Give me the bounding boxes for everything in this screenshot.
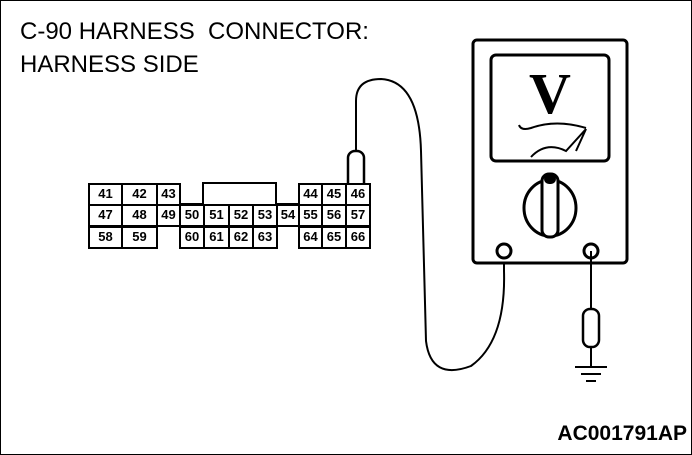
connector-pin-59: 59 — [121, 226, 158, 249]
connector-pin-52: 52 — [228, 204, 254, 227]
connector-pin-43: 43 — [156, 183, 181, 206]
connector-pin-44: 44 — [298, 183, 323, 206]
connector-pin-65: 65 — [321, 226, 347, 249]
connector-pin-56: 56 — [321, 204, 347, 227]
title-line-2: HARNESS SIDE — [20, 51, 199, 78]
connector-pin-58: 58 — [88, 226, 123, 249]
ground-icon — [575, 366, 607, 382]
ground-probe-icon — [581, 307, 601, 349]
meter-needle-icon — [530, 128, 587, 158]
connector-pin-46: 46 — [345, 183, 371, 206]
terminal-negative — [495, 242, 513, 260]
connector-pin-45: 45 — [321, 183, 347, 206]
connector-pin-55: 55 — [298, 204, 323, 227]
meter-scale-icon — [518, 122, 587, 130]
connector-pin-62: 62 — [228, 226, 254, 249]
connector-pin-60: 60 — [179, 226, 205, 249]
connector-pin-53: 53 — [252, 204, 278, 227]
connector-pin-61: 61 — [203, 226, 230, 249]
connector-pin-64: 64 — [298, 226, 323, 249]
connector-pin-66: 66 — [345, 226, 371, 249]
connector-pin-57: 57 — [345, 204, 371, 227]
connector-pin-54: 54 — [276, 204, 300, 227]
connector-pin-63: 63 — [252, 226, 278, 249]
connector-pin-51: 51 — [203, 204, 230, 227]
connector-pin-42: 42 — [121, 183, 158, 206]
meter-screen — [489, 53, 611, 163]
connector-pin-47: 47 — [88, 204, 123, 227]
connector-pin-50: 50 — [179, 204, 205, 227]
title-line-1: C-90 HARNESS CONNECTOR: — [20, 18, 369, 45]
connector-hood — [202, 182, 277, 204]
connector-pin-48: 48 — [121, 204, 158, 227]
figure-code: AC001791AP — [557, 422, 687, 445]
connector-pin-41: 41 — [88, 183, 123, 206]
test-lead-wire — [355, 77, 506, 371]
connector-pin-49: 49 — [156, 204, 181, 227]
meter-label: V — [529, 61, 571, 126]
